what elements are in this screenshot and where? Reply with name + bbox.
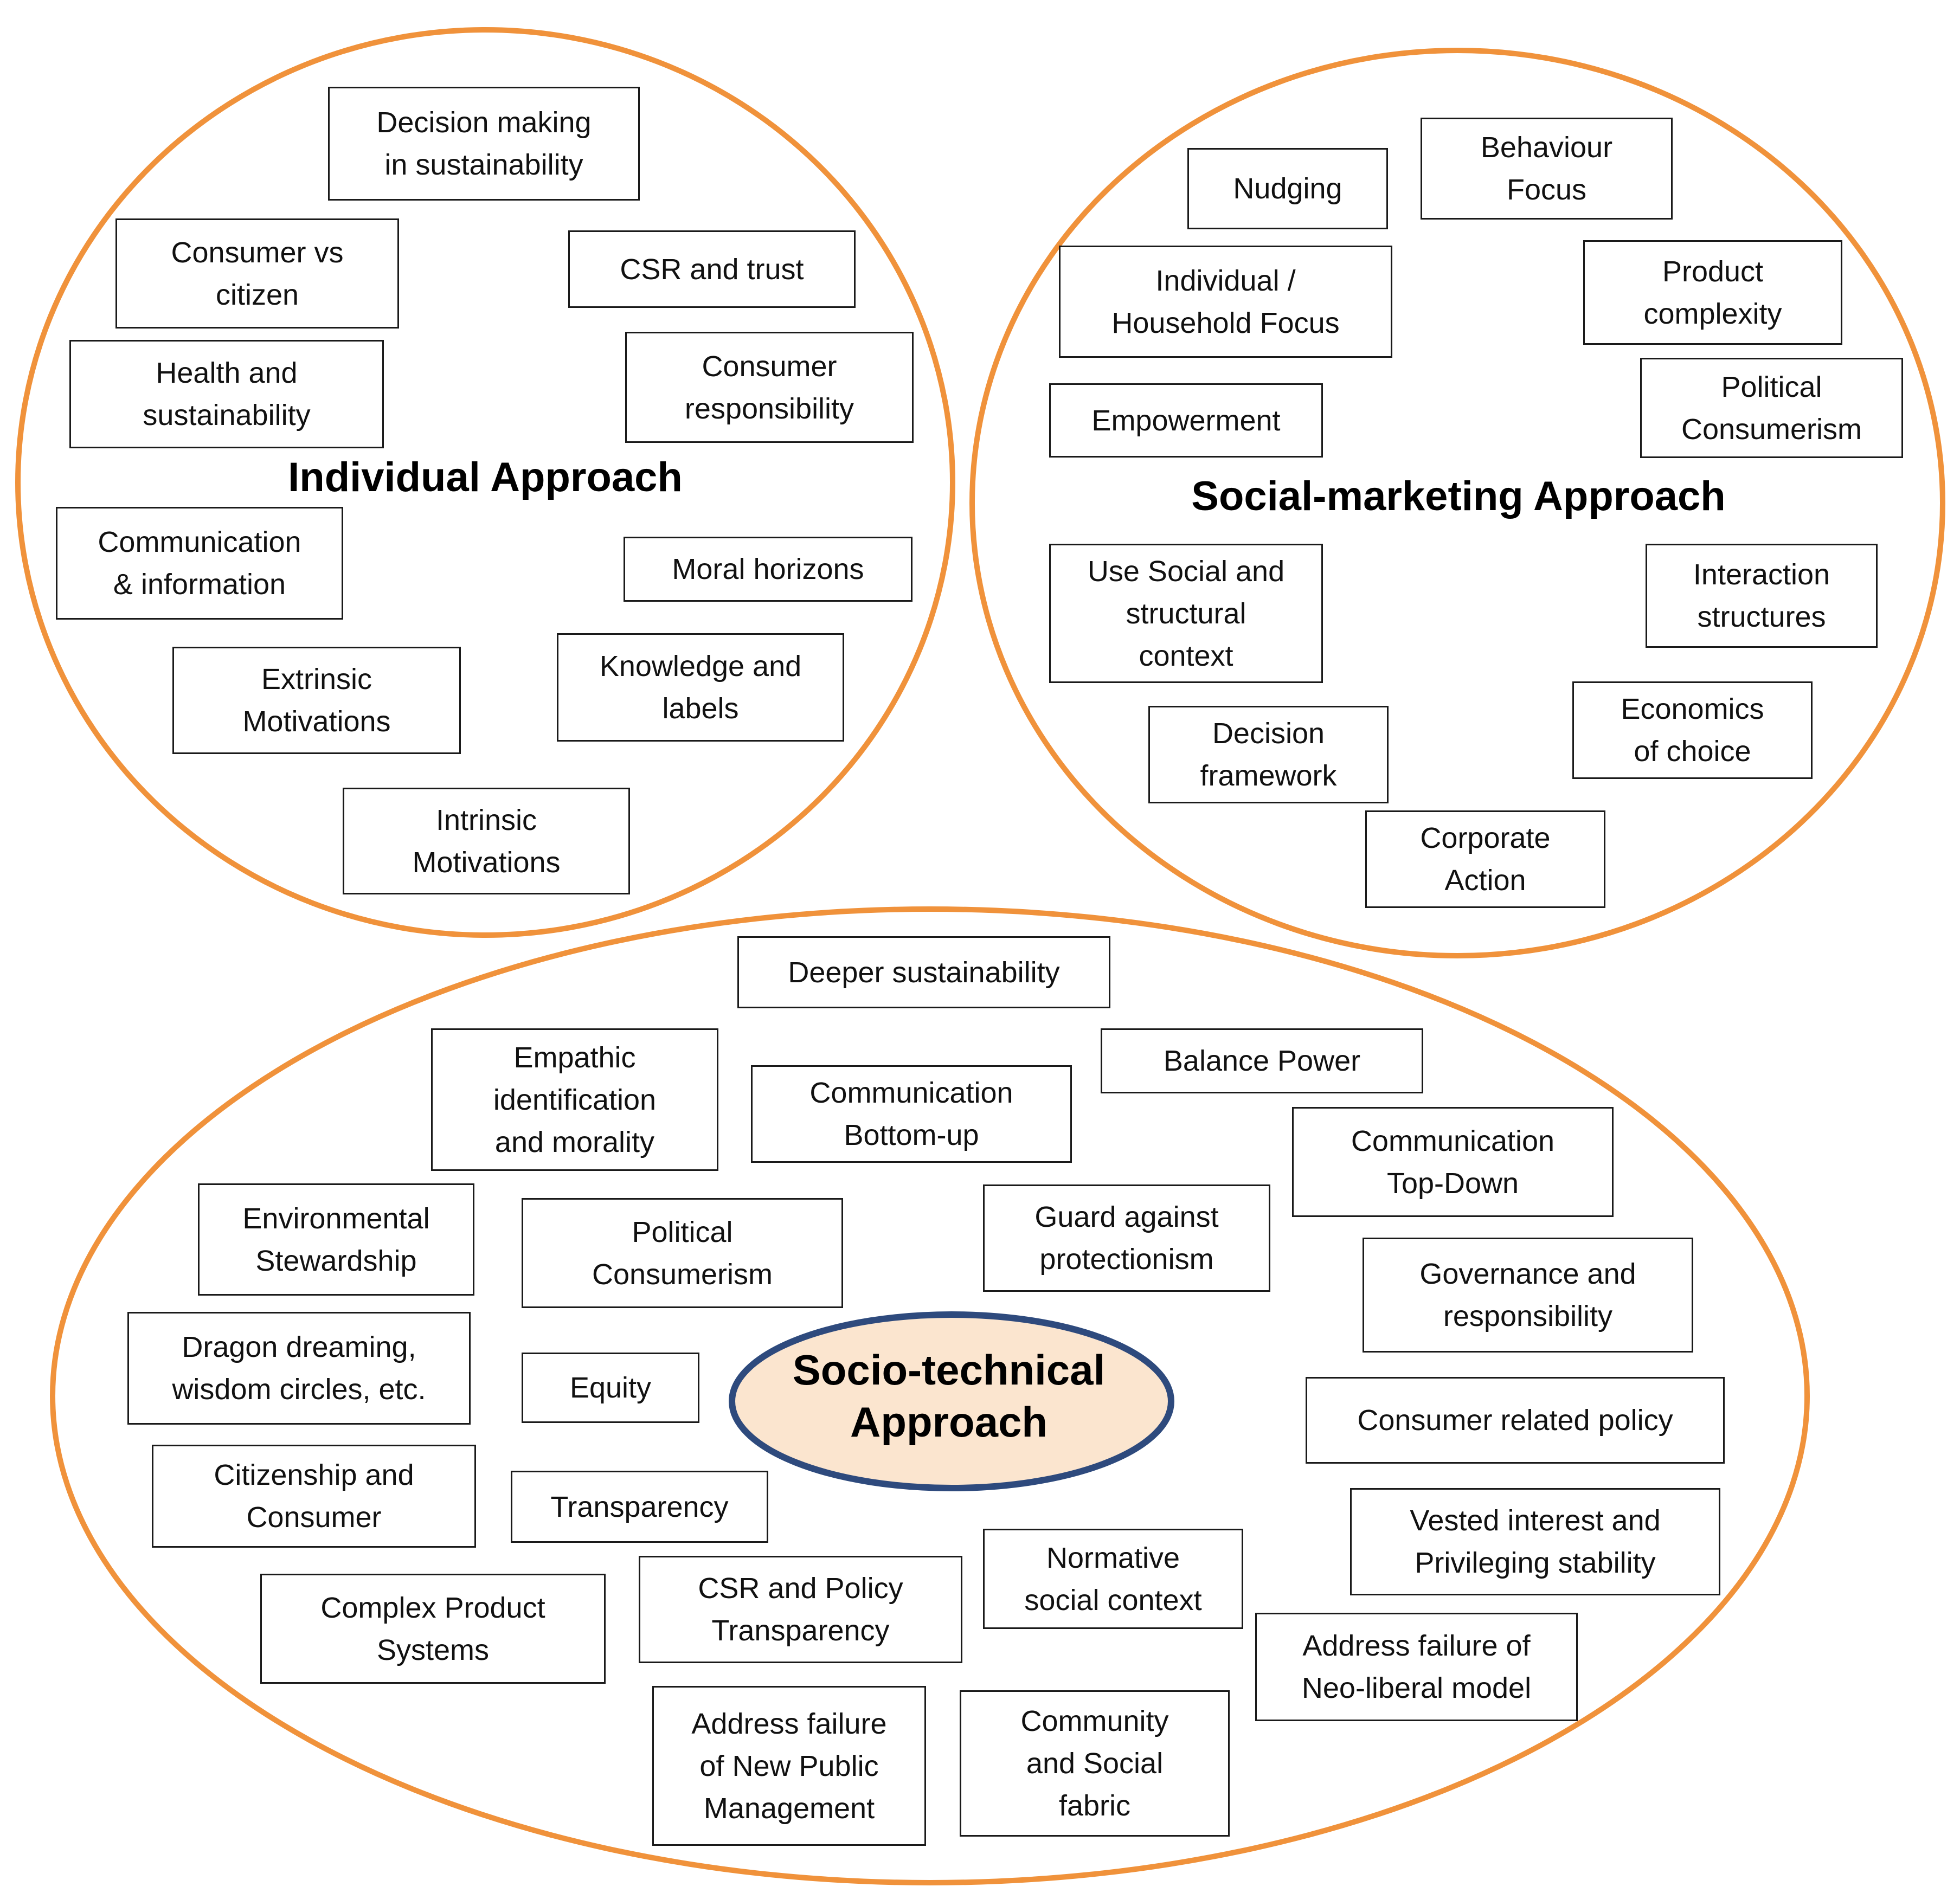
- concept-box: Guard against protectionism: [983, 1184, 1270, 1292]
- concept-box: Corporate Action: [1365, 810, 1605, 908]
- concept-box: Transparency: [511, 1471, 768, 1543]
- individual-approach-title: Individual Approach: [288, 454, 683, 500]
- social-marketing-approach-title: Social-marketing Approach: [1191, 473, 1726, 519]
- concept-box: Balance Power: [1101, 1028, 1423, 1093]
- concept-box: Political Consumerism: [522, 1198, 843, 1308]
- concept-box: Political Consumerism: [1640, 358, 1903, 458]
- concept-box: Communication & information: [56, 507, 343, 620]
- concept-box: Environmental Stewardship: [198, 1183, 474, 1296]
- concept-box: Moral horizons: [624, 537, 912, 602]
- concept-box: Vested interest and Privileging stabilit…: [1350, 1488, 1720, 1595]
- concept-box: Nudging: [1187, 148, 1388, 229]
- concept-box: Dragon dreaming, wisdom circles, etc.: [127, 1312, 471, 1425]
- concept-box: Community and Social fabric: [960, 1690, 1230, 1837]
- concept-box: Use Social and structural context: [1049, 544, 1323, 683]
- concept-box: Consumer responsibility: [625, 332, 914, 443]
- concept-box: Empowerment: [1049, 383, 1323, 458]
- concept-box: Individual / Household Focus: [1059, 246, 1392, 358]
- concept-box: Equity: [522, 1353, 699, 1423]
- concept-box: Decision framework: [1148, 706, 1389, 803]
- concept-box: Behaviour Focus: [1421, 118, 1673, 220]
- concept-box: Consumer related policy: [1306, 1377, 1725, 1464]
- socio-technical-approach-ring: [50, 906, 1810, 1885]
- concept-box: CSR and trust: [568, 230, 856, 308]
- concept-box: Health and sustainability: [69, 340, 384, 448]
- concept-box: Deeper sustainability: [737, 936, 1110, 1008]
- concept-box: Normative social context: [983, 1529, 1243, 1629]
- concept-box: Address failure of Neo-liberal model: [1255, 1613, 1578, 1721]
- concept-box: Governance and responsibility: [1363, 1238, 1693, 1353]
- concept-box: Address failure of New Public Management: [652, 1686, 926, 1846]
- concept-box: Communication Top-Down: [1292, 1107, 1614, 1217]
- concept-box: Complex Product Systems: [260, 1574, 606, 1684]
- individual-approach-ring: [15, 27, 955, 938]
- concept-box: Product complexity: [1583, 240, 1842, 345]
- concept-box: Interaction structures: [1646, 544, 1878, 648]
- concept-box: Extrinsic Motivations: [172, 647, 461, 754]
- socio-technical-center-oval: [729, 1311, 1174, 1491]
- concept-box: Consumer vs citizen: [115, 218, 399, 329]
- concept-box: Economics of choice: [1572, 681, 1813, 779]
- concept-box: Citizenship and Consumer: [152, 1445, 476, 1548]
- social-marketing-approach-ring: [969, 48, 1945, 958]
- concept-box: Intrinsic Motivations: [343, 788, 630, 894]
- concept-box: CSR and Policy Transparency: [639, 1556, 962, 1663]
- concept-box: Empathic identification and morality: [431, 1028, 718, 1171]
- concept-box: Knowledge and labels: [557, 633, 844, 742]
- socio-technical-approach-title: Socio-technical Approach: [792, 1346, 1106, 1446]
- concept-box: Decision making in sustainability: [328, 87, 640, 201]
- concept-box: Communication Bottom-up: [751, 1065, 1072, 1163]
